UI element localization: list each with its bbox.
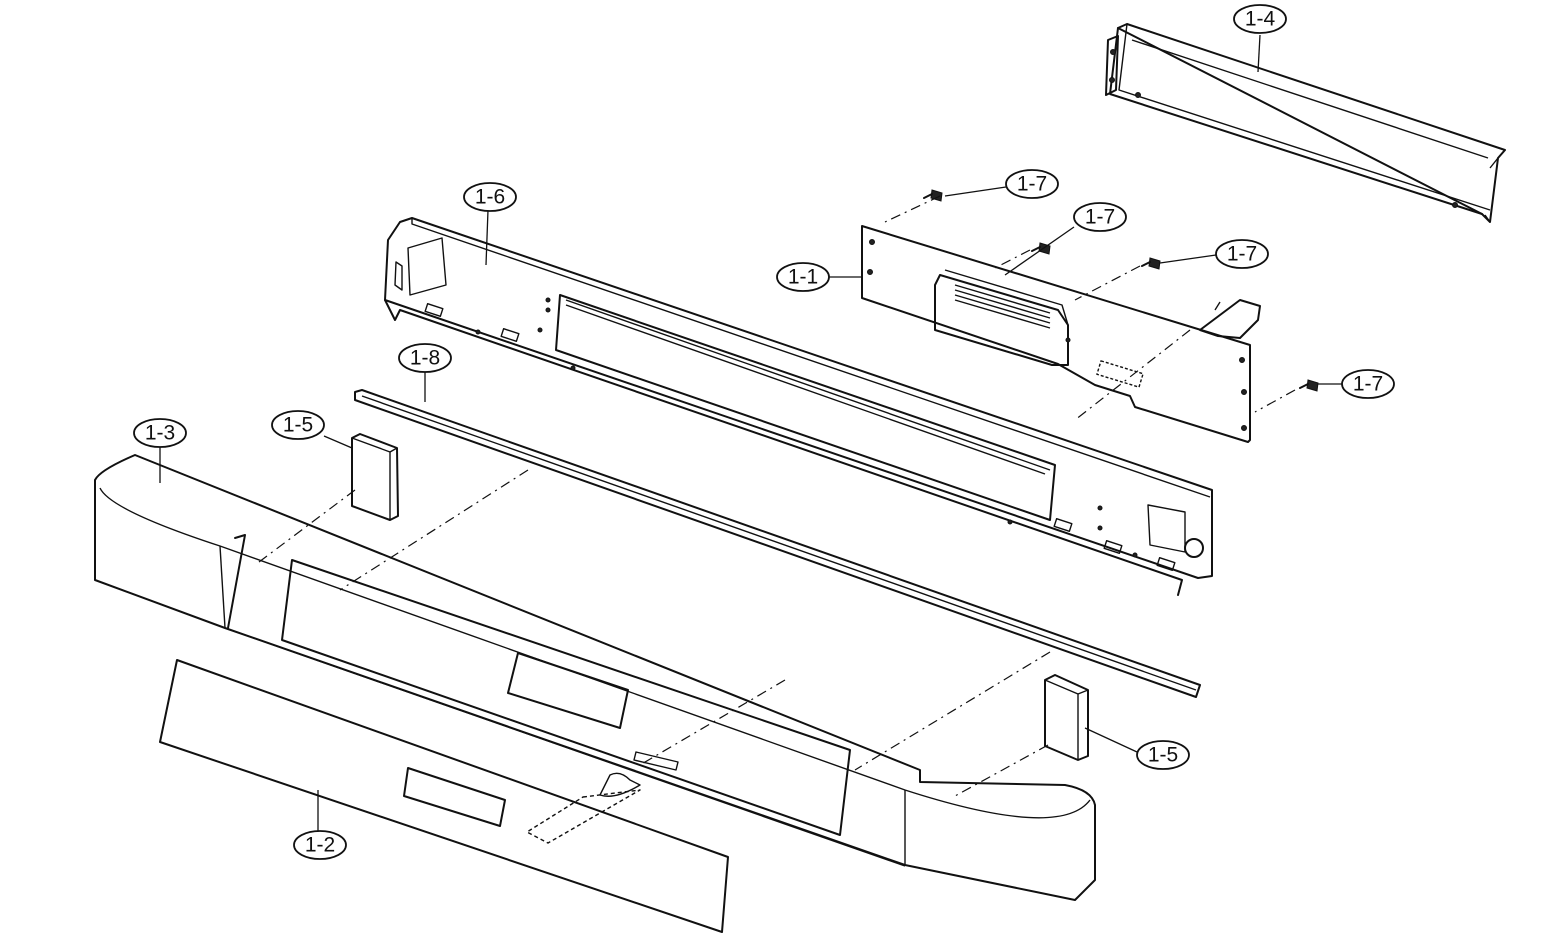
callout-label: 1-8	[410, 347, 440, 370]
callout-label: 1-5	[283, 414, 313, 437]
callout-ellipse	[1233, 4, 1287, 34]
callout-1-4: 1-4	[1233, 4, 1287, 34]
callout-1-6: 1-6	[463, 182, 517, 212]
callout-label: 1-6	[475, 186, 505, 209]
callout-ellipse	[133, 418, 187, 448]
callout-ellipse	[1341, 369, 1395, 399]
callout-1-8: 1-8	[398, 343, 452, 373]
callout-ellipse	[776, 262, 830, 292]
part-front-overlay	[159, 659, 729, 933]
callout-1-1: 1-1	[776, 262, 830, 292]
callout-1-7a: 1-7	[1005, 169, 1059, 199]
callout-1-7b: 1-7	[1073, 202, 1127, 232]
callout-ellipse	[293, 830, 347, 860]
callout-1-3: 1-3	[133, 418, 187, 448]
callout-label: 1-4	[1245, 8, 1276, 31]
callout-ellipse	[1073, 202, 1127, 232]
assembly-lines	[254, 195, 1296, 797]
part-circuit-board	[861, 225, 1261, 443]
callout-label: 1-5	[1148, 744, 1178, 767]
callout-ellipse	[1005, 169, 1059, 199]
callout-label: 1-7	[1017, 173, 1047, 196]
callout-ellipse	[1136, 740, 1190, 770]
callout-label: 1-7	[1353, 373, 1383, 396]
callout-layer: 1-1 1-2 1-3 1-4 1-5 1-5 1-6 1-7 1-7 1-7 1-7 1-8	[133, 4, 1395, 860]
callout-label: 1-7	[1227, 243, 1257, 266]
callout-label: 1-7	[1085, 206, 1115, 229]
callout-1-7d: 1-7	[1341, 369, 1395, 399]
callout-1-5b: 1-5	[1136, 740, 1190, 770]
callout-label: 1-2	[305, 834, 335, 857]
callout-ellipse	[1215, 239, 1269, 269]
part-end-block-left	[351, 433, 399, 521]
part-console-housing	[94, 454, 1096, 901]
callout-1-7c: 1-7	[1215, 239, 1269, 269]
callout-ellipse	[271, 410, 325, 440]
callout-ellipse	[463, 182, 517, 212]
callout-ellipse	[398, 343, 452, 373]
leader-lines	[159, 34, 1342, 832]
part-bracket-channel	[1105, 23, 1506, 223]
callout-1-5a: 1-5	[271, 410, 325, 440]
callout-label: 1-1	[788, 266, 818, 289]
callout-1-2: 1-2	[293, 830, 347, 860]
callout-label: 1-3	[145, 422, 175, 445]
part-end-block-right	[1044, 674, 1089, 761]
part-control-frame	[384, 217, 1213, 596]
part-trim-strip	[354, 389, 1201, 698]
